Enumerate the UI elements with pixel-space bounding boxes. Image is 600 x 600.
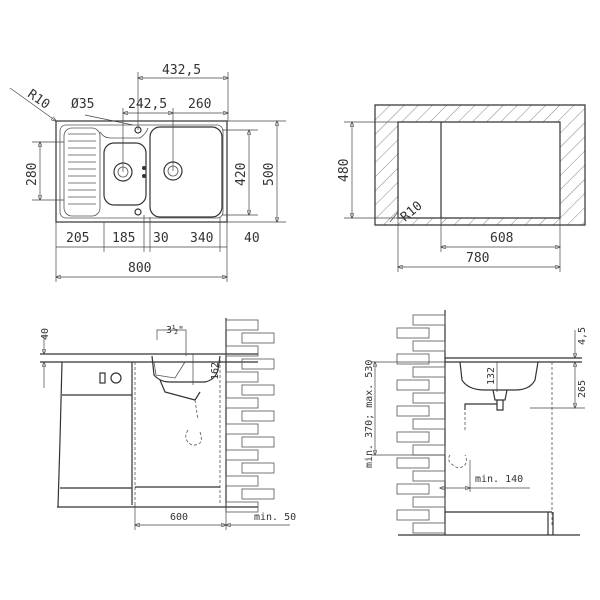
brick [412, 522, 446, 534]
dim-40-thickness: 40 [40, 328, 51, 340]
dim-600: 600 [170, 512, 188, 523]
small-bowl [103, 142, 147, 206]
brick [241, 436, 275, 448]
dim-40: 40 [244, 231, 260, 246]
brick [412, 392, 446, 404]
dim-800: 800 [128, 261, 151, 276]
dim-500: 500 [262, 163, 277, 186]
side-view-right: min. 370; max. 530 132 4,5 265 min. 140 [364, 310, 588, 536]
dim-432-5: 432,5 [162, 63, 201, 78]
brick [396, 509, 430, 521]
dim-4-5: 4,5 [577, 327, 588, 345]
overflow-hole [134, 208, 142, 216]
siphon [185, 429, 202, 446]
dim-drain-height: min. 370; max. 530 [364, 360, 375, 468]
hole-diameter-label: Ø35 [71, 97, 94, 112]
dim-162: 162 [210, 362, 221, 380]
cutout-view: R10 480 608 780 [337, 104, 586, 272]
dim-242-5: 242,5 [128, 97, 167, 112]
brick [241, 462, 275, 474]
brick [412, 444, 446, 456]
brick [225, 475, 259, 487]
brick [396, 457, 430, 469]
brick [396, 379, 430, 391]
sink-section [151, 355, 221, 383]
dim-420: 420 [234, 163, 249, 186]
brick [241, 384, 275, 396]
brick [396, 431, 430, 443]
brick [225, 501, 259, 513]
brick [412, 366, 446, 378]
siphon-right [448, 454, 467, 469]
radius-label: R10 [24, 87, 52, 113]
sink-outline [55, 120, 228, 223]
brick [225, 397, 259, 409]
dim-min-50: min. 50 [254, 512, 296, 523]
brick [412, 340, 446, 352]
side-view-left: 3½" 162 40 600 min. 50 [40, 318, 296, 530]
brick [396, 353, 430, 365]
brick [225, 345, 259, 357]
brick [225, 423, 259, 435]
sink-section-right [459, 361, 539, 391]
brick [241, 332, 275, 344]
drainer-ribs [63, 127, 101, 217]
brick [412, 470, 446, 482]
brick-wall-left [225, 318, 275, 513]
large-bowl [149, 126, 223, 218]
brick [412, 418, 446, 430]
dim-260: 260 [188, 97, 211, 112]
dim-132: 132 [486, 367, 497, 385]
dim-780: 780 [466, 251, 489, 266]
brick [396, 483, 430, 495]
plan-view: R10 Ø35 432,5 242,5 260 280 420 500 205 … [9, 63, 286, 282]
brick [412, 314, 446, 326]
drain-size-label: 3½" [166, 324, 184, 336]
brick [412, 496, 446, 508]
dim-480: 480 [337, 159, 352, 182]
dim-608: 608 [490, 231, 513, 246]
brick [396, 327, 430, 339]
brick [225, 319, 259, 331]
dim-30: 30 [153, 231, 169, 246]
drain-pipe-right [464, 403, 497, 410]
appliance-knob [99, 372, 106, 384]
brick [396, 405, 430, 417]
brick [241, 488, 275, 500]
dim-280: 280 [25, 163, 40, 186]
brick [225, 449, 259, 461]
brick-wall-right [396, 310, 446, 535]
dim-min-140: min. 140 [475, 474, 523, 485]
drain-pipe [159, 379, 201, 401]
brick [225, 371, 259, 383]
dim-340: 340 [190, 231, 213, 246]
dim-265: 265 [577, 380, 588, 398]
brick [241, 358, 275, 370]
dim-205: 205 [66, 231, 89, 246]
dim-185: 185 [112, 231, 135, 246]
brick [241, 410, 275, 422]
